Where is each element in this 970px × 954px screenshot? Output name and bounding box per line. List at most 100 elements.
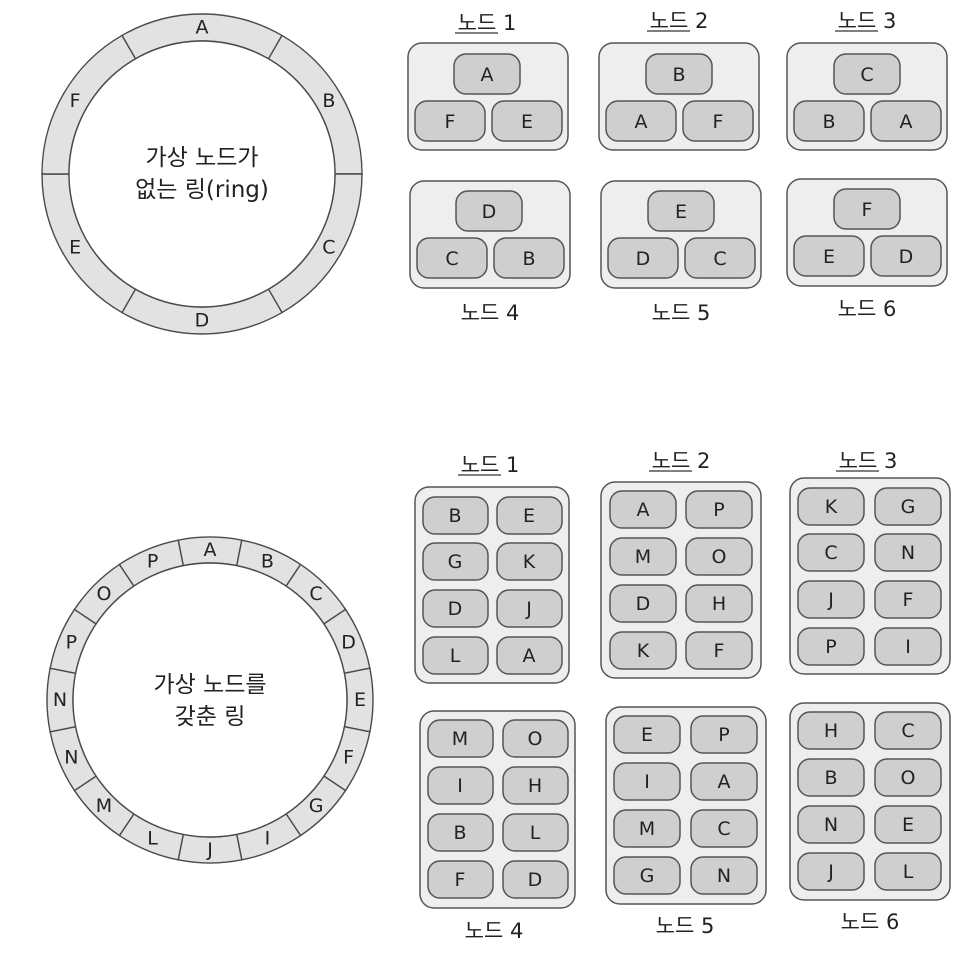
slot-label: I [457, 775, 463, 797]
slot [690, 856, 758, 895]
node-card-5-virtual: E P I A M C G N 노드 5 [605, 706, 767, 938]
node-card-4: D C B 노드 4 [409, 180, 571, 325]
slot [797, 580, 865, 619]
slot [493, 237, 565, 279]
slot-label: P [718, 724, 729, 746]
slot [496, 496, 563, 535]
slot [613, 762, 681, 801]
slot-label: C [713, 248, 726, 270]
slot-label: H [712, 593, 726, 615]
slot [797, 852, 865, 891]
ring-segment-label: C [322, 236, 335, 258]
slot [690, 715, 758, 754]
slot-label: O [712, 546, 727, 568]
ring-segment-label: E [354, 689, 366, 711]
slot-label: C [860, 64, 873, 86]
ring-segment-label: M [96, 795, 112, 817]
node-card-4-virtual: M O I H B L F D 노드 4 [419, 710, 576, 943]
slot [422, 496, 489, 535]
slot-label: D [482, 201, 497, 223]
slot-label: N [824, 814, 838, 836]
slot [613, 856, 681, 895]
slot-label: H [824, 720, 838, 742]
slot [422, 542, 489, 581]
node-card-1: 노드 1 A F E [407, 11, 569, 151]
ring-inner-circle [68, 40, 336, 308]
slot [422, 589, 489, 628]
slot [496, 636, 563, 675]
slot [502, 813, 569, 852]
node-box [789, 702, 951, 901]
node-card-5: E D C 노드 5 [600, 180, 762, 325]
slot-label: D [636, 593, 651, 615]
slot [874, 627, 942, 666]
slot-label: A [637, 499, 650, 521]
ring-segment-label: F [343, 746, 354, 768]
node-title: 노드 3 [839, 449, 898, 473]
slot [502, 719, 569, 758]
slot-label: E [523, 505, 535, 527]
slot [685, 584, 753, 623]
slot [416, 237, 488, 279]
slot [609, 490, 677, 529]
slot-label: F [862, 199, 873, 221]
ring-segment-label: N [53, 689, 67, 711]
slot [797, 627, 865, 666]
slot [874, 533, 942, 572]
slot-label: B [453, 822, 466, 844]
slot-label: M [635, 546, 651, 568]
ring-center-label-line2: 없는 링(ring) [135, 177, 269, 203]
ring-segment-label: B [261, 550, 274, 572]
node-title: 노드 1 [461, 453, 520, 477]
node-card-3-virtual: 노드 3 K G C N J F P I [789, 449, 951, 675]
slot-label: C [824, 542, 837, 564]
ring-segment-label: F [70, 90, 81, 112]
ring-center-label-line1: 가상 노드가 [145, 145, 258, 171]
ring-segment-label: D [195, 310, 210, 332]
slot [874, 487, 942, 526]
ring-segment-label: C [309, 583, 322, 605]
slot [874, 580, 942, 619]
slot-label: D [636, 248, 651, 270]
node-box [600, 481, 762, 679]
slot-label: A [635, 111, 648, 133]
slot-label: C [717, 818, 730, 840]
node-title: 노드 2 [652, 449, 711, 473]
slot [609, 537, 677, 576]
slot [797, 487, 865, 526]
ring-segment-label: A [204, 539, 217, 561]
slot-label: G [901, 496, 916, 518]
slot-label: D [899, 246, 914, 268]
slot-label: B [672, 64, 685, 86]
slot [427, 766, 494, 805]
ring-segment-label: I [265, 828, 271, 850]
slot-label: B [522, 248, 535, 270]
slot [607, 237, 679, 279]
slot [870, 235, 942, 277]
slot-label: K [825, 496, 838, 518]
ring-center-label-line1: 가상 노드를 [153, 672, 266, 698]
ring-segment-label: D [341, 632, 356, 654]
slot [502, 766, 569, 805]
node-title: 노드 4 [465, 919, 524, 943]
slot-label: E [902, 814, 914, 836]
slot [833, 188, 901, 230]
slot [427, 719, 494, 758]
slot [453, 53, 521, 95]
ring-segment-label: B [322, 90, 335, 112]
slot [645, 53, 713, 95]
slot [685, 631, 753, 670]
node-title: 노드 5 [656, 914, 715, 938]
slot-label: C [445, 248, 458, 270]
slot-label: K [637, 640, 650, 662]
slot [496, 542, 563, 581]
node-box [789, 477, 951, 675]
slot-label: I [905, 636, 911, 658]
ring-segment-label: J [206, 839, 213, 861]
node-title: 노드 6 [838, 297, 897, 321]
slot-label: G [640, 865, 655, 887]
node-card-6: F E D 노드 6 [786, 178, 948, 321]
